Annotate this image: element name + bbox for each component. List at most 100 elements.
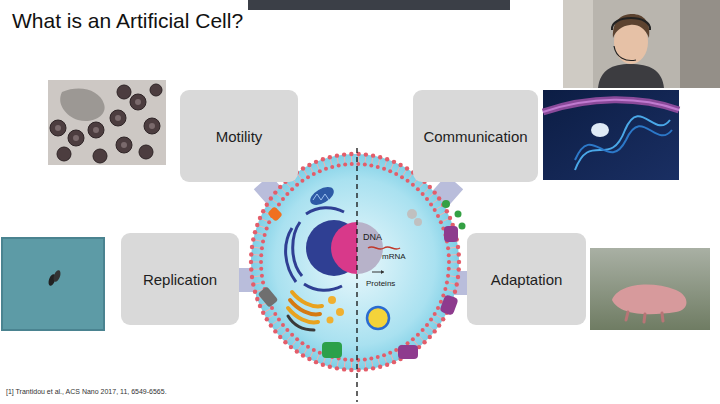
lipid-head [439, 220, 443, 224]
lipid-head [265, 317, 269, 321]
lipid-head [277, 202, 281, 206]
lipid-head [446, 274, 450, 278]
lipid-tail [257, 233, 263, 235]
lipid-head [369, 357, 373, 361]
lipid-head [376, 165, 380, 169]
lipid-tail [365, 361, 367, 367]
lipid-tail [365, 157, 367, 163]
lipid-tail [337, 158, 338, 164]
lipid-head [324, 167, 328, 171]
adaptation-photo [590, 248, 710, 330]
lipid-head [307, 357, 311, 361]
lipid-tail [254, 247, 260, 249]
lipid-head [307, 163, 311, 167]
lipid-tail [424, 188, 428, 192]
lipid-head [429, 318, 433, 322]
lipid-tail [372, 360, 373, 366]
lipid-head [429, 202, 433, 206]
lipid-head [378, 365, 382, 369]
lipid-head [447, 253, 451, 257]
lipid-head [278, 335, 282, 339]
lipid-tail [443, 219, 448, 221]
lipid-head [259, 253, 263, 257]
lipid-head [261, 280, 265, 284]
lipid-head [371, 153, 375, 157]
lipid-tail [323, 357, 325, 363]
lipid-tail [433, 321, 438, 325]
lipid-head [457, 252, 461, 256]
lipid-head [312, 348, 316, 352]
lipid-head [369, 163, 373, 167]
lipid-tail [451, 262, 457, 263]
lipid-head [281, 323, 285, 327]
lipid-head [269, 323, 273, 327]
lipid-head [394, 348, 398, 352]
lipid-head [436, 214, 440, 218]
lipid-head [301, 353, 305, 357]
lipid-head [253, 290, 257, 294]
lipid-head [281, 197, 285, 201]
lipid-head [328, 155, 332, 159]
lipid-tail [317, 355, 319, 361]
lipid-tail [287, 183, 291, 187]
lipid-head [385, 363, 389, 367]
lipid-head [249, 260, 253, 264]
lipid-head [314, 160, 318, 164]
lipid-tail [262, 219, 267, 221]
lipid-head [278, 185, 282, 189]
communication-photo [543, 90, 679, 180]
lipid-tail [436, 315, 441, 318]
lipid-head [378, 155, 382, 159]
lipid-head [259, 267, 263, 271]
lipid-tail [310, 167, 313, 172]
lipid-head [433, 312, 437, 316]
lipid-head [260, 246, 264, 250]
lipid-head [249, 267, 253, 271]
lipid-head [250, 245, 254, 249]
lipid-head [411, 183, 415, 187]
lipid-head [283, 340, 287, 344]
lipid-head [258, 216, 262, 220]
lipid-head [456, 275, 460, 279]
lipid-head [363, 163, 367, 167]
lipid-tail [419, 336, 423, 340]
lipid-head [295, 337, 299, 341]
lipid-head [456, 245, 460, 249]
lipid-head [267, 220, 271, 224]
lipid-head [306, 345, 310, 349]
lipid-head [259, 260, 263, 264]
lipid-tail [358, 362, 359, 368]
cell-part-label: DNA [363, 232, 382, 242]
lipid-head [349, 152, 353, 156]
lipid-tail [272, 200, 277, 204]
lipid-head [376, 355, 380, 359]
lipid-head [250, 275, 254, 279]
lipid-head [455, 282, 459, 286]
lipid-head [400, 175, 404, 179]
lipid-head [392, 160, 396, 164]
lipid-head [330, 165, 334, 169]
lipid-head [261, 311, 265, 315]
lipid-tail [385, 357, 387, 363]
lipid-tail [419, 183, 423, 187]
lipid-tail [298, 345, 301, 350]
lipid-head [263, 233, 267, 237]
lipid-head [445, 209, 449, 213]
lipid-tail [277, 194, 282, 198]
lipid-head [421, 328, 425, 332]
lipid-head [349, 368, 353, 372]
lipid-head [428, 335, 432, 339]
lipid-head [269, 196, 273, 200]
lipid-head [443, 287, 447, 291]
lipid-tail [259, 226, 265, 228]
lipid-tail [391, 164, 393, 170]
box-label: Adaptation [491, 271, 563, 288]
lipid-tail [436, 206, 441, 209]
box-label: Communication [423, 128, 527, 145]
lipid-head [428, 185, 432, 189]
lipid-tail [304, 349, 307, 354]
lipid-head [312, 172, 316, 176]
lipid-head [398, 163, 402, 167]
lipid-tail [304, 170, 307, 175]
lipid-head [273, 312, 277, 316]
